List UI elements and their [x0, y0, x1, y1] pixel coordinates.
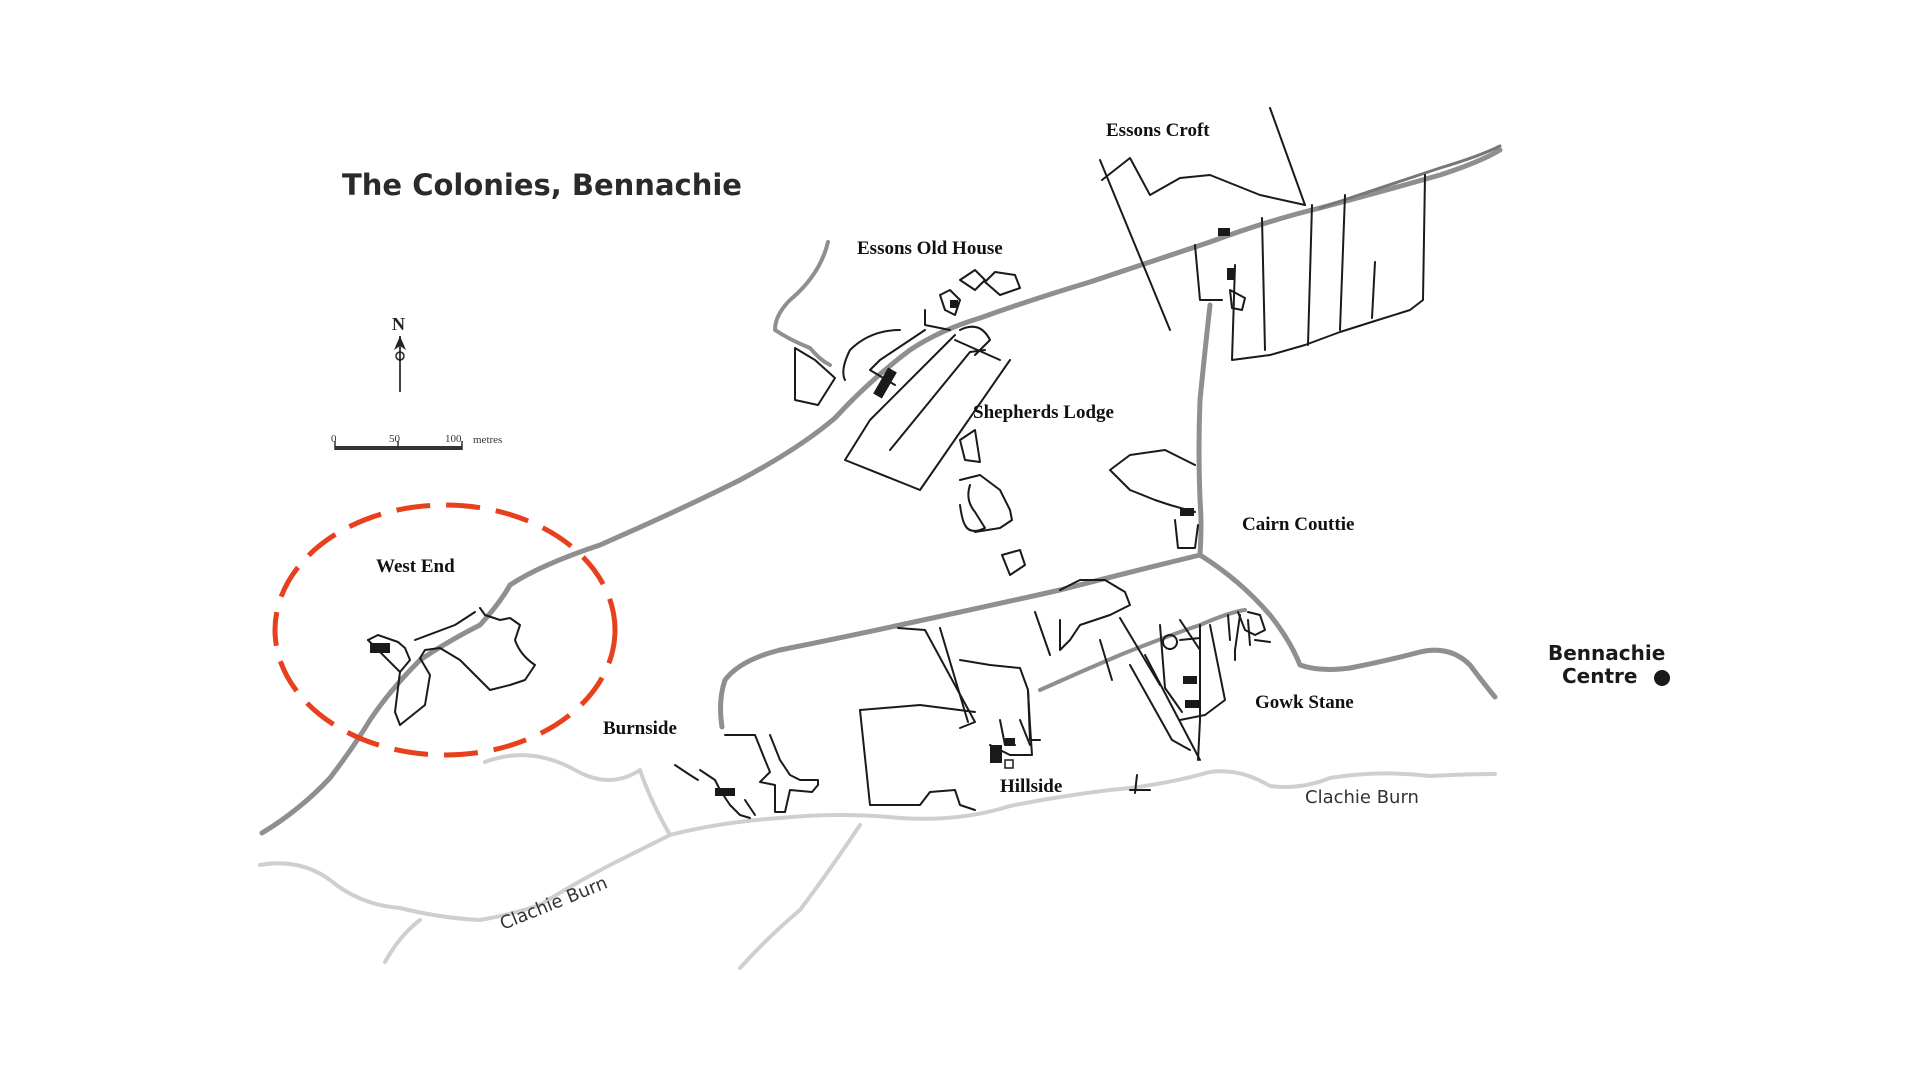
- place-labels: Essons Croft Essons Old House Shepherds …: [376, 120, 1354, 797]
- centre-label-line2: Centre: [1562, 664, 1637, 688]
- north-label: N: [392, 314, 405, 334]
- centre-marker-icon: [1654, 670, 1670, 686]
- label-shepherds-lodge: Shepherds Lodge: [973, 402, 1114, 423]
- label-burnside: Burnside: [603, 718, 677, 739]
- map-title: The Colonies, Bennachie: [342, 168, 742, 202]
- label-west-end: West End: [376, 556, 455, 577]
- scale-tick-0: 0: [331, 433, 337, 445]
- west-end-highlight: [272, 502, 618, 758]
- scale-bar: 0 50 100 metres: [331, 433, 502, 450]
- burns: [258, 753, 1497, 970]
- label-cairn-couttie: Cairn Couttie: [1242, 514, 1354, 535]
- field-boundaries: [367, 107, 1426, 819]
- label-clachie-burn-west: Clachie Burn: [497, 872, 611, 934]
- centre-label-line1: Bennachie: [1548, 641, 1665, 665]
- roads: [259, 144, 1503, 836]
- north-arrow-icon: N: [392, 314, 406, 392]
- label-gowk-stane: Gowk Stane: [1255, 692, 1354, 713]
- bennachie-centre: Bennachie Centre: [1548, 641, 1670, 688]
- label-hillside: Hillside: [1000, 776, 1062, 797]
- scale-tick-100: 100: [445, 433, 462, 445]
- label-essons-croft: Essons Croft: [1106, 120, 1210, 141]
- label-clachie-burn-east: Clachie Burn: [1305, 787, 1419, 808]
- scale-unit: metres: [473, 434, 502, 446]
- label-essons-old-house: Essons Old House: [857, 238, 1003, 259]
- scale-tick-50: 50: [389, 433, 401, 445]
- buildings: [370, 228, 1235, 796]
